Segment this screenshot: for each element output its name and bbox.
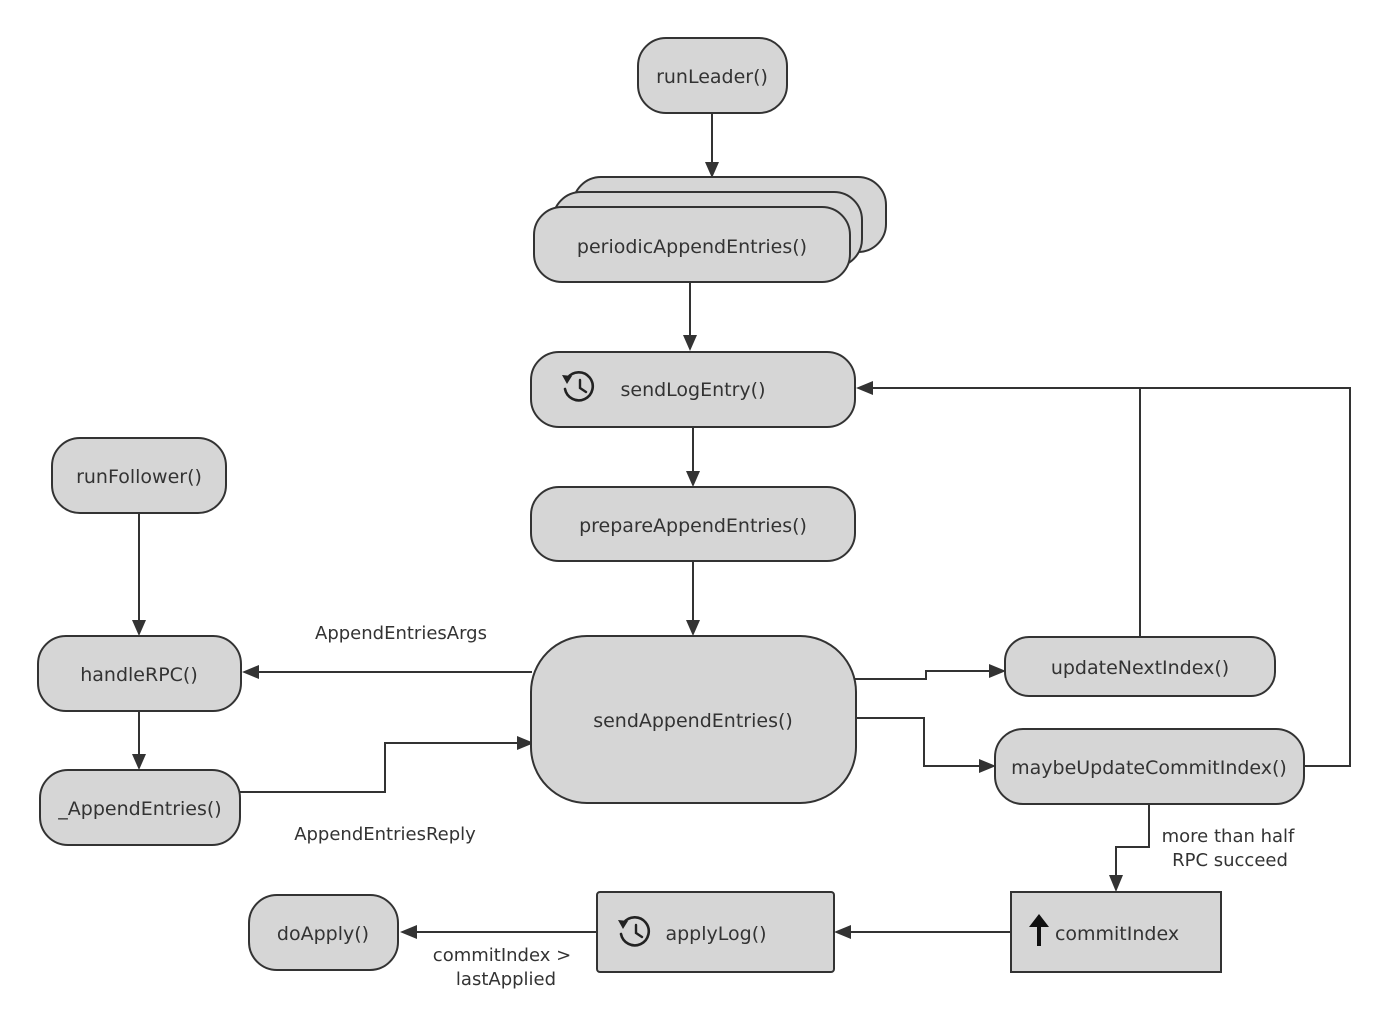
node-label: maybeUpdateCommitIndex(): [1011, 757, 1287, 779]
label-apply-condition-line1: commitIndex >: [433, 945, 571, 966]
arrowhead: [834, 925, 851, 939]
arrowhead: [683, 335, 697, 351]
arrowhead: [686, 471, 700, 487]
node-label: _AppendEntries(): [57, 798, 221, 820]
edge-maybeupdatecommitindex-to-commitindex: [1115, 804, 1150, 878]
arrowhead: [1109, 875, 1123, 892]
node-run-leader: runLeader(): [637, 37, 788, 114]
label-apply-condition-line2: lastApplied: [456, 969, 556, 990]
node-send-append-entries: sendAppendEntries(): [530, 635, 857, 804]
arrow-up-icon: [1029, 914, 1049, 946]
node-label: handleRPC(): [80, 664, 198, 686]
edge-sendappendentries-to-updatenextindex: [848, 670, 992, 680]
node-do-apply: doApply(): [248, 894, 399, 971]
edge-maybeupdatecommitindex-to-sendlogentry: [1140, 387, 1351, 767]
node-periodic-append-entries: periodicAppendEntries(): [533, 176, 887, 283]
node-commit-index: commitIndex: [1010, 891, 1222, 973]
node-label: runFollower(): [76, 466, 202, 488]
arrowhead: [705, 162, 719, 178]
edge-appendentries-reply: [240, 742, 520, 793]
node-update-next-index: updateNextIndex(): [1004, 636, 1276, 697]
node-label: commitIndex: [1055, 923, 1179, 945]
arrowhead: [132, 620, 146, 636]
node-label: updateNextIndex(): [1051, 657, 1229, 679]
node-handle-rpc: handleRPC(): [37, 635, 242, 712]
history-clock-icon: [618, 916, 650, 947]
node-apply-log: applyLog(): [596, 891, 835, 973]
label-majority-line2: RPC succeed: [1172, 850, 1288, 871]
node-label: runLeader(): [656, 66, 768, 88]
edge-sendappendentries-to-maybeupdatecommitindex: [856, 717, 982, 767]
edge-updatenextindex-to-sendlogentry: [870, 387, 1141, 637]
node-label: applyLog(): [665, 923, 766, 945]
arrowhead: [979, 759, 996, 773]
arrowhead: [517, 736, 534, 750]
node-maybe-update-commit-index: maybeUpdateCommitIndex(): [994, 728, 1305, 805]
node-label: prepareAppendEntries(): [579, 515, 807, 537]
edges: [132, 113, 1351, 939]
node-label: sendAppendEntries(): [593, 710, 793, 732]
history-clock-icon: [562, 371, 594, 402]
node-run-follower: runFollower(): [51, 437, 227, 514]
arrowhead: [686, 620, 700, 636]
arrowhead: [400, 925, 417, 939]
arrowhead: [989, 664, 1006, 678]
node-label: periodicAppendEntries(): [577, 236, 807, 258]
node-label: sendLogEntry(): [620, 379, 765, 401]
node-prepare-append-entries: prepareAppendEntries(): [530, 486, 856, 562]
label-append-entries-reply: AppendEntriesReply: [294, 824, 476, 845]
label-append-entries-args: AppendEntriesArgs: [315, 623, 487, 644]
label-majority-line1: more than half: [1162, 826, 1295, 847]
node-label: doApply(): [277, 923, 369, 945]
arrowhead: [242, 665, 259, 679]
node-send-log-entry: sendLogEntry(): [530, 351, 856, 428]
arrowhead: [856, 381, 873, 395]
edge-labels: AppendEntriesArgs AppendEntriesReply mor…: [294, 623, 1295, 990]
stack-layer-front: [533, 206, 851, 283]
arrowhead: [132, 754, 146, 770]
node-append-entries: _AppendEntries(): [39, 769, 241, 846]
